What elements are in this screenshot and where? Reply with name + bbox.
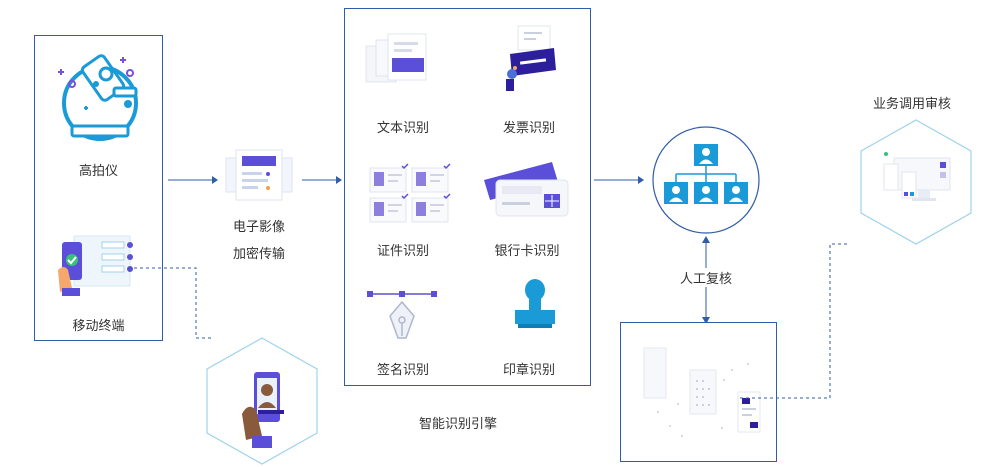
document-scatter-icon: [643, 347, 761, 437]
engine-item-seal: 印章识别: [502, 363, 555, 378]
flow-arrow-1: [168, 176, 218, 184]
bank-card-icon: [484, 162, 569, 217]
dashed-connector-right: [740, 243, 848, 399]
pen-nib-icon: [367, 291, 437, 339]
manual-review-label: 人工复核: [662, 268, 750, 287]
invoice-icon: [506, 25, 556, 91]
flow-arrow-2: [302, 176, 342, 184]
dashed-connector-left: [128, 267, 214, 339]
transfer-line2: 加密传输: [232, 247, 285, 262]
business-review-label: 业务调用审核: [872, 97, 951, 112]
engine-item-signature: 签名识别: [376, 363, 429, 378]
image-transfer-icon: [225, 149, 293, 201]
document-stack-icon: [365, 33, 427, 83]
flow-arrow-3: [594, 176, 644, 184]
engine-title: 智能识别引擎: [418, 417, 497, 432]
mobile-terminal-icon: [58, 235, 133, 296]
business-dashboard-icon: [860, 119, 972, 245]
engine-item-text: 文本识别: [376, 121, 429, 136]
scanner-label: 高拍仪: [78, 164, 118, 179]
org-chart-icon: [652, 126, 760, 234]
transfer-line1: 电子影像: [232, 220, 285, 235]
engine-item-bankcard: 银行卡识别: [494, 244, 560, 259]
engine-item-id: 证件识别: [376, 244, 429, 259]
mobile-label: 移动终端: [72, 319, 125, 334]
scanner-icon: [58, 54, 138, 141]
phone-face-id-icon: [206, 337, 318, 465]
id-card-icon: [369, 163, 451, 223]
stamp-icon: [515, 279, 555, 328]
engine-item-invoice: 发票识别: [502, 121, 555, 136]
